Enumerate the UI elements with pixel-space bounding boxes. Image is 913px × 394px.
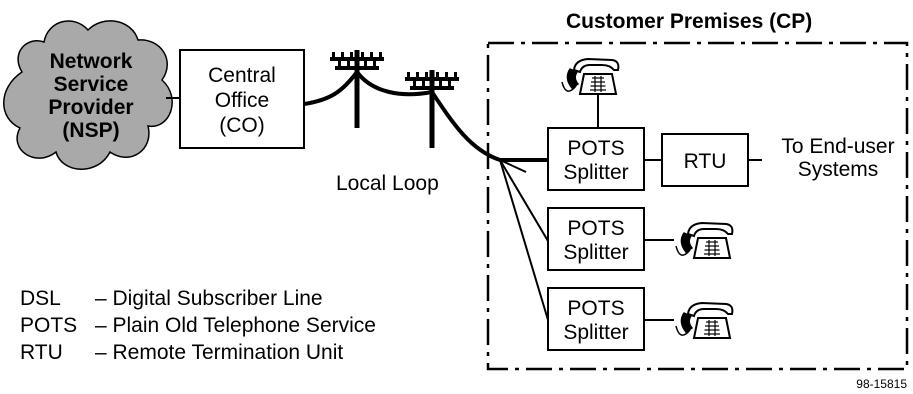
- end-user-label-line1: To End-user: [781, 135, 894, 158]
- co-label-line3: (CO): [219, 114, 265, 137]
- legend: DSL – Digital Subscriber Line POTS – Pla…: [20, 287, 376, 364]
- pots-splitter-1: POTS Splitter: [547, 127, 645, 191]
- splitter3-label-line1: POTS: [567, 297, 624, 320]
- splitter2-label-line2: Splitter: [563, 241, 628, 264]
- customer-premises-frame: [486, 41, 909, 371]
- splitter1-label-line1: POTS: [567, 137, 624, 160]
- pots-splitter-3: POTS Splitter: [547, 287, 645, 351]
- end-user-label-line2: Systems: [798, 158, 879, 181]
- legend-abbr-pots: POTS: [20, 314, 77, 337]
- telephone-icon: [675, 302, 734, 339]
- legend-def-dsl: – Digital Subscriber Line: [95, 287, 323, 310]
- co-label-line1: Central: [208, 64, 276, 87]
- central-office-box: Central Office (CO): [179, 49, 305, 149]
- legend-abbr-dsl: DSL: [20, 287, 61, 310]
- pots-splitter-2: POTS Splitter: [547, 207, 645, 271]
- figure-id: 98-15815: [856, 377, 907, 391]
- co-label-line2: Office: [215, 89, 269, 112]
- legend-def-rtu: – Remote Termination Unit: [95, 341, 343, 364]
- rtu-box: RTU: [661, 133, 749, 187]
- splitter2-label-line1: POTS: [567, 217, 624, 240]
- splitter1-label-line2: Splitter: [563, 161, 628, 184]
- splitter3-label-line2: Splitter: [563, 321, 628, 344]
- cloud-label-line2: Service: [54, 73, 129, 96]
- loop-tail-wire: [499, 159, 527, 173]
- cloud-shape: [3, 20, 173, 170]
- telephone-pole-icon: [405, 70, 459, 148]
- legend-def-pots: – Plain Old Telephone Service: [95, 314, 376, 337]
- local-loop-label: Local Loop: [336, 172, 439, 195]
- cloud-label-line1: Network: [50, 50, 133, 73]
- cloud-label-line4: (NSP): [62, 119, 119, 142]
- cp-title: Customer Premises (CP): [566, 10, 812, 33]
- loop-to-splitter3-wire: [499, 159, 549, 321]
- telephone-icon: [561, 58, 620, 95]
- local-loop-cable: [303, 68, 548, 162]
- cloud-label-line3: Provider: [48, 96, 133, 119]
- telephone-icon: [675, 222, 734, 259]
- rtu-label: RTU: [684, 150, 727, 173]
- nsp-cloud: Network Service Provider (NSP): [3, 20, 173, 170]
- loop-to-splitter2-wire: [499, 159, 549, 242]
- legend-abbr-rtu: RTU: [20, 341, 63, 364]
